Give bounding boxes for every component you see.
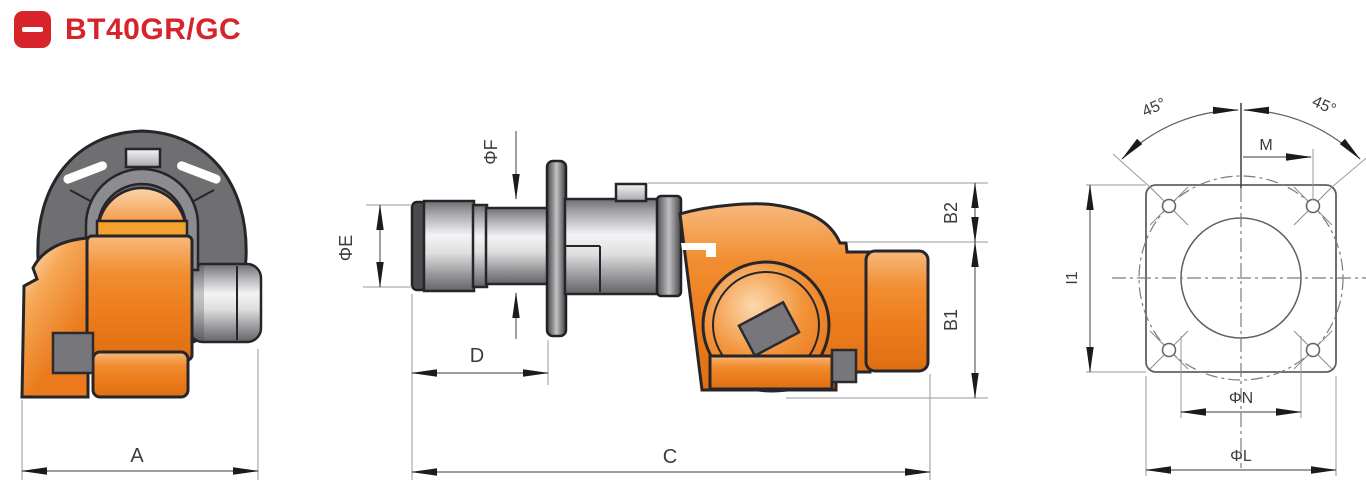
flange-view: 45° 45° M I1 ΦN ΦL <box>1064 93 1366 476</box>
dim-label-b1: B1 <box>941 309 961 331</box>
dim-label-phi-f: ΦF <box>481 139 501 164</box>
dim-arc-right <box>1243 106 1361 160</box>
dim-label-m: M <box>1259 137 1272 154</box>
bottom-gray-box <box>830 348 858 384</box>
dim-arc-left <box>1121 106 1239 160</box>
body-notch <box>681 243 716 257</box>
body-column <box>85 234 194 362</box>
dim-label-b2: B2 <box>941 202 961 224</box>
mounting-flange <box>545 159 568 338</box>
dim-label-i1: I1 <box>1064 271 1081 284</box>
dim-label-phi-n: ΦN <box>1229 390 1253 407</box>
junction-box <box>51 331 95 375</box>
side-view: ΦE ΦF D C B2 B1 <box>336 131 988 480</box>
dark-collar-ring <box>655 194 683 298</box>
tube-top-tab <box>614 182 648 203</box>
body-base <box>91 350 190 399</box>
housing-slot-left <box>63 161 107 184</box>
control-box <box>864 249 930 373</box>
header: BT40GR/GC <box>14 11 241 48</box>
minus-icon <box>14 11 51 48</box>
body-bottom-block <box>708 354 834 391</box>
minus-bar <box>22 27 43 32</box>
amber-band <box>95 219 189 238</box>
front-view: A <box>20 129 263 480</box>
bolt-hole <box>1293 186 1333 226</box>
bolt-hole <box>1293 330 1333 370</box>
page-title: BT40GR/GC <box>65 12 242 46</box>
dim-label-angle-right: 45° <box>1309 93 1338 118</box>
dim-label-phi-l: ΦL <box>1230 448 1252 465</box>
ext-line <box>1112 153 1151 188</box>
dim-label-d: D <box>470 345 484 367</box>
bolt-holes <box>1149 186 1333 370</box>
housing-top-tab <box>124 147 162 169</box>
blast-tube <box>484 206 550 286</box>
dim-label-c: C <box>663 446 677 468</box>
inspection-plate <box>737 300 801 358</box>
dim-label-phi-e: ΦE <box>336 235 356 261</box>
tube-seam <box>565 245 601 292</box>
housing-slot-right <box>177 161 221 184</box>
bolt-hole <box>1149 186 1189 226</box>
blast-tube-collar <box>422 199 476 293</box>
dim-label-a: A <box>130 445 144 467</box>
ext-line <box>1331 157 1366 188</box>
bolt-hole <box>1149 330 1189 370</box>
dim-label-angle-left: 45° <box>1140 95 1169 120</box>
